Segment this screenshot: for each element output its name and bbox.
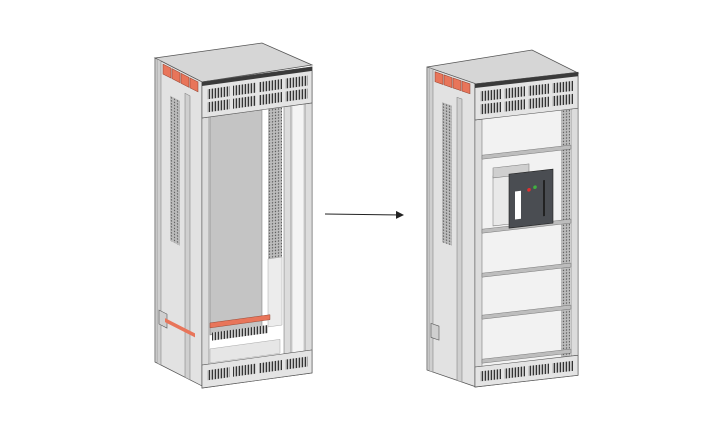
cabinet-empty: [153, 42, 314, 389]
green-indicator: [533, 185, 537, 189]
mounting-plate: [209, 109, 263, 336]
circuit-breaker: [492, 163, 554, 229]
transition-arrow: [324, 210, 404, 219]
busbar-horizontal: [209, 314, 271, 329]
cabinet-side: [154, 57, 203, 387]
cabinet-equipped: [426, 49, 580, 388]
red-indicator: [527, 188, 531, 192]
top-vent-band: [201, 66, 313, 119]
cabinet-side: [426, 66, 476, 388]
top-vent-band: [474, 71, 579, 121]
bottom-vent-band: [201, 349, 313, 389]
busbar-blocks: [434, 71, 471, 95]
cabinet-front: [201, 66, 313, 389]
busbar-blocks: [162, 63, 199, 93]
cabinet-front: [474, 71, 579, 388]
bottom-vent-band: [474, 354, 579, 388]
